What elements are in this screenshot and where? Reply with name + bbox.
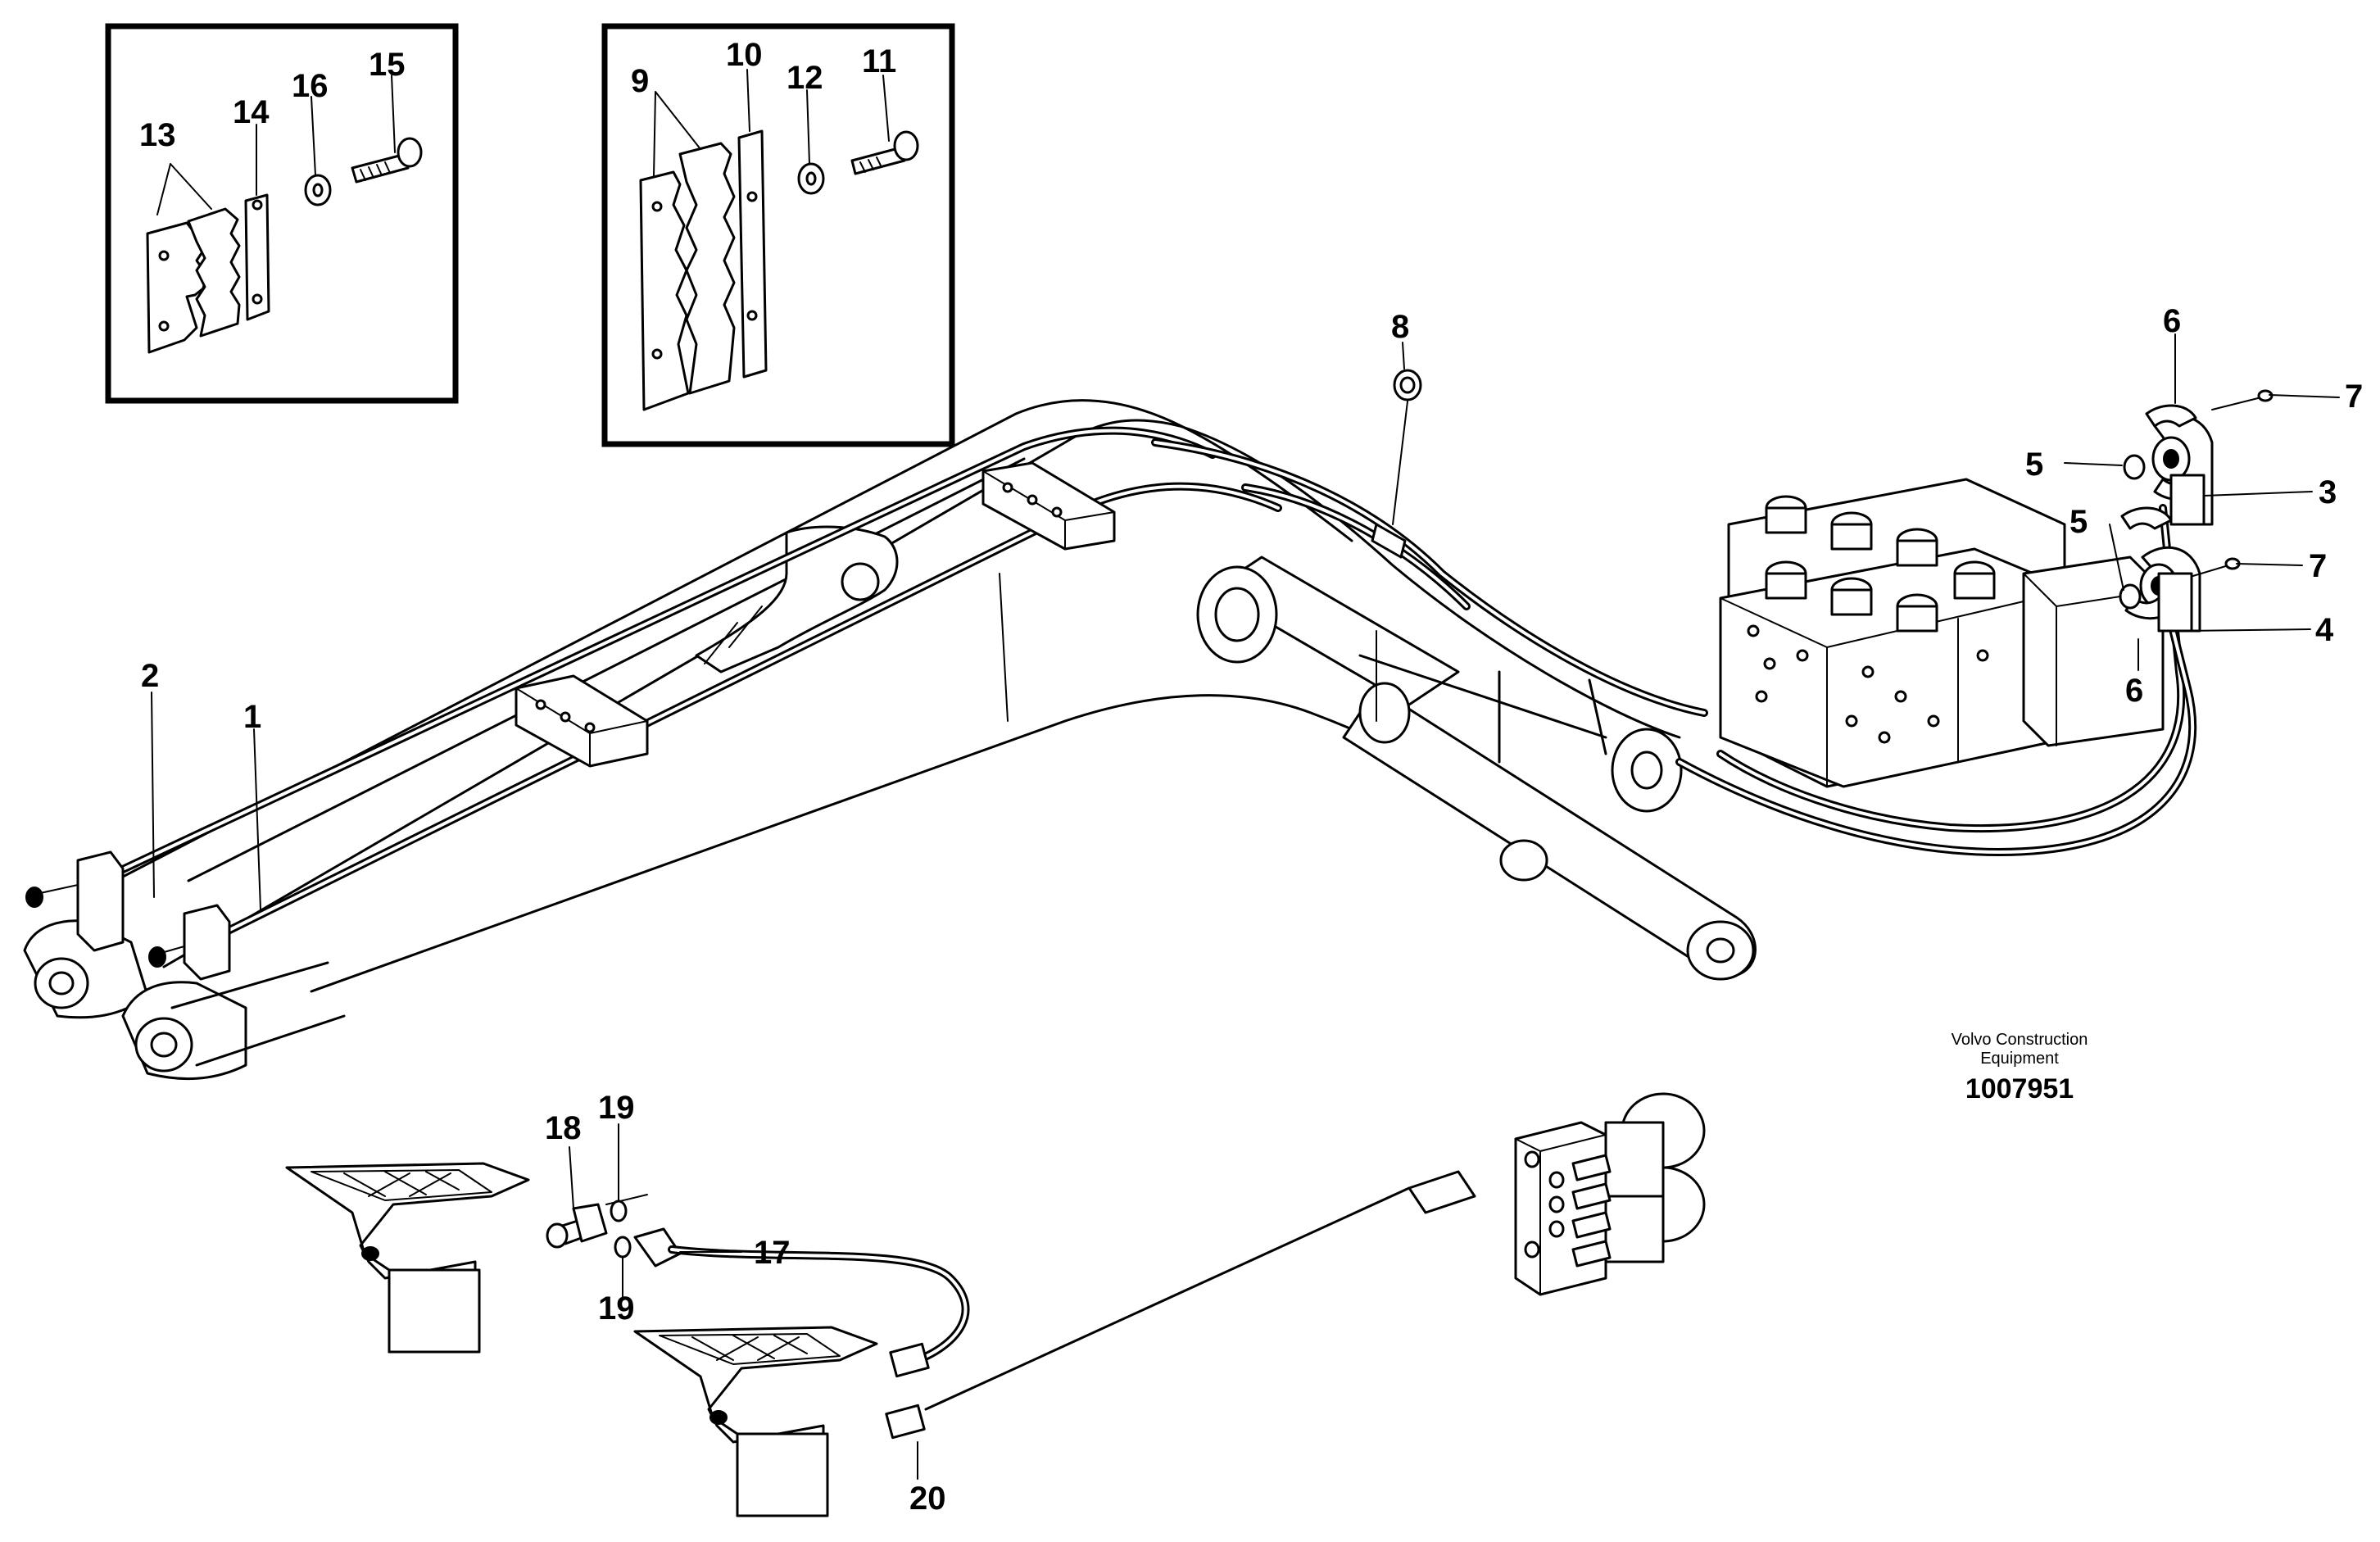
pipe-end-clamp-1 — [183, 904, 231, 981]
o-ring-19-upper — [610, 1200, 628, 1222]
callout-16: 16 — [292, 68, 329, 104]
callout-5-bottom: 5 — [2069, 504, 2088, 540]
callout-6-top: 6 — [2163, 303, 2181, 339]
bolt-part-15 — [351, 152, 410, 184]
hose-end-fitting — [889, 1342, 930, 1378]
excavator-boom — [23, 399, 1757, 1081]
inset-clamp-small: 13 14 16 15 — [105, 23, 459, 404]
clamp-half-back — [187, 207, 241, 338]
callout-20: 20 — [909, 1481, 946, 1517]
credit-line-2: Equipment — [1980, 1050, 2059, 1068]
clamp-long-back — [678, 142, 736, 395]
clamp-long-front — [639, 170, 690, 411]
o-ring-5-lower — [2119, 583, 2142, 610]
pipe-clamp-upper — [981, 461, 1116, 551]
inset-frame-right — [601, 23, 955, 447]
callout-6-bottom: 6 — [2125, 673, 2143, 709]
callout-9: 9 — [631, 63, 649, 99]
plate-part-10 — [737, 129, 768, 379]
pedal-right-base — [736, 1432, 829, 1517]
callout-19-bottom: 19 — [598, 1290, 635, 1327]
callout-19-top: 19 — [598, 1090, 635, 1126]
callout-5-top: 5 — [2025, 447, 2043, 483]
cylinder-bracket — [695, 525, 899, 673]
valve-solenoids — [1765, 495, 1996, 633]
callout-17: 17 — [754, 1235, 791, 1271]
callout-1: 1 — [243, 699, 261, 735]
pilot-line-fitting — [1408, 1170, 1476, 1214]
callout-12: 12 — [787, 60, 823, 96]
credit-block: Volvo Construction Equipment 1007951 — [1952, 1031, 2088, 1104]
pilot-line — [924, 1186, 1411, 1411]
hose-fitting-3 — [2169, 474, 2205, 526]
callout-18: 18 — [545, 1110, 582, 1146]
flange-half-6-lower — [2120, 506, 2173, 530]
credit-line-1: Volvo Construction — [1952, 1031, 2088, 1049]
hose-fitting-8 — [1371, 523, 1407, 559]
fitting-part-20 — [885, 1404, 926, 1440]
callout-10: 10 — [726, 37, 763, 73]
valve-ports — [1747, 624, 1989, 744]
callout-7-bottom: 7 — [2309, 548, 2327, 584]
pedal-assembly: 18 19 19 17 20 — [285, 1090, 1706, 1517]
pipe-clamp-middle — [515, 674, 649, 768]
callout-7-top: 7 — [2345, 379, 2363, 415]
boom-outline-bottom — [310, 694, 1501, 993]
elbow-part-18 — [572, 1203, 608, 1243]
hydraulic-pipes: 2 1 — [25, 426, 1708, 981]
callout-11: 11 — [862, 43, 896, 79]
hose-fitting-4 — [2157, 572, 2193, 633]
pedal-left-base — [388, 1268, 481, 1354]
document-number: 1007951 — [1965, 1073, 2074, 1104]
callout-2: 2 — [141, 658, 159, 694]
callout-3: 3 — [2319, 474, 2337, 510]
flange-half-6-upper — [2145, 404, 2197, 428]
callout-13: 13 — [139, 117, 176, 153]
callout-4: 4 — [2315, 612, 2334, 648]
plate-part-14 — [244, 193, 270, 321]
seal-part-8-group: 8 — [1371, 309, 1422, 559]
pipe-end-clamp-2 — [76, 850, 125, 952]
control-valve: 6 7 5 3 5 7 4 6 — [1675, 303, 2363, 857]
callout-8: 8 — [1391, 309, 1409, 345]
o-ring-19-lower — [614, 1236, 632, 1259]
boom-cylinder-barrel — [1342, 687, 1757, 977]
callout-15: 15 — [369, 47, 406, 83]
inset-clamp-large: 9 10 12 11 — [601, 23, 955, 447]
boom-outline-top — [162, 419, 1681, 968]
callout-14: 14 — [233, 94, 270, 130]
inset-frame-left — [105, 23, 459, 404]
pilot-valve-ports — [1524, 1150, 1612, 1268]
o-ring-5-upper — [2123, 454, 2146, 480]
